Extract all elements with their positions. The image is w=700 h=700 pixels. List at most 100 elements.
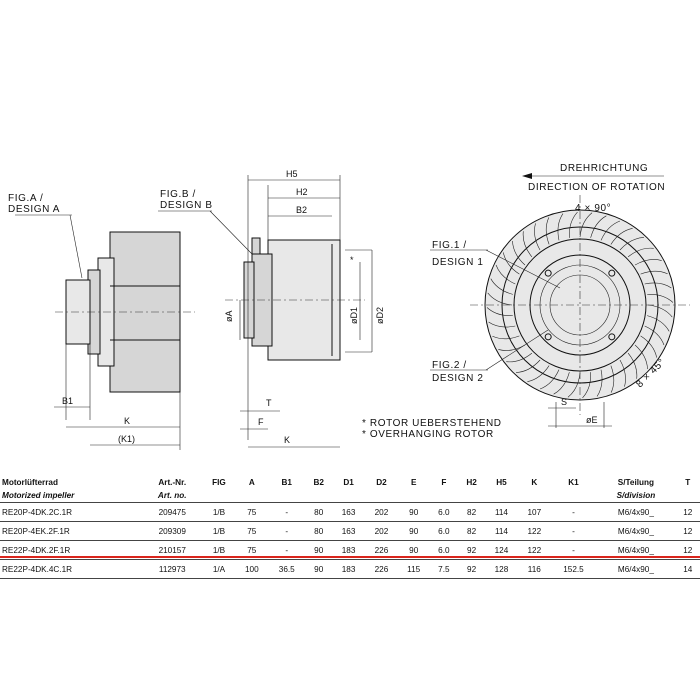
table-cell: 202 — [365, 502, 398, 522]
dim-f: F — [258, 417, 264, 427]
impeller-blade — [516, 359, 541, 373]
impeller-blade — [619, 237, 644, 251]
table-cell: 6.0 — [429, 540, 459, 560]
table-cell: 107 — [517, 502, 551, 522]
table-cell: - — [268, 502, 306, 522]
table-cell: 75 — [235, 502, 269, 522]
table-cell: 92 — [458, 540, 486, 560]
header-k: K — [531, 478, 538, 487]
header-d1: D1 — [343, 478, 354, 487]
impeller-blade — [610, 228, 633, 245]
bolt-hole — [608, 269, 616, 277]
header-e: E — [410, 478, 417, 487]
impeller-blade — [486, 307, 513, 316]
table-cell: 12 — [675, 521, 700, 541]
header-s-division: S/Teilung — [617, 478, 655, 487]
fig-1-design: DESIGN 1 — [432, 257, 483, 268]
dim-star: * — [350, 255, 354, 265]
table-cell: M6/4x90_ — [596, 540, 676, 560]
impeller-blade — [627, 352, 638, 379]
rotation-label-en: DIRECTION OF ROTATION — [528, 182, 665, 193]
impeller-blade — [503, 252, 520, 275]
impeller-blade — [647, 315, 670, 332]
angle-4x90: 4 × 90° — [575, 203, 611, 214]
dim-h2: H2 — [296, 187, 308, 197]
fig-1-label: FIG.1 / — [432, 240, 467, 251]
table-cell: 114 — [485, 521, 518, 541]
fig-a-side-view — [15, 214, 195, 450]
table-cell: 6.0 — [429, 521, 459, 541]
bolt-hole — [608, 333, 616, 341]
table-subheader-row: Motorized impeller Art. no. S/division — [0, 489, 700, 503]
impeller-blade — [634, 344, 648, 369]
dim-k2: K — [284, 435, 290, 445]
table-cell: 90 — [397, 540, 430, 560]
table-cell: 202 — [365, 521, 398, 541]
impeller-blade — [579, 212, 593, 238]
dim-k1: (K1) — [118, 434, 135, 444]
impeller-blade — [647, 294, 674, 303]
header-model: Motorlüfterrad — [2, 478, 58, 487]
impeller-blade — [619, 359, 626, 387]
table-cell: M6/4x90_ — [596, 521, 676, 541]
table-cell: 1/B — [202, 521, 236, 541]
table-cell: RE20P-4EK.2F.1R — [0, 521, 142, 541]
bolt-hole — [544, 269, 552, 277]
table-cell: 116 — [517, 559, 551, 579]
highlight-line — [0, 556, 700, 558]
fig-2-label: FIG.2 / — [432, 360, 467, 371]
table-cell: 12 — [675, 540, 700, 560]
fig-a-design: DESIGN A — [8, 204, 60, 215]
table-cell: - — [268, 521, 306, 541]
table-cell: 1/A — [202, 559, 236, 579]
table-cell: 6.0 — [429, 502, 459, 522]
header-h2: H2 — [466, 478, 477, 487]
impeller-blade — [506, 352, 533, 363]
table-cell: - — [550, 521, 597, 541]
impeller-blade — [634, 259, 662, 266]
impeller-blade — [640, 270, 668, 275]
dim-a: øA — [224, 310, 234, 322]
table-cell: 90 — [305, 559, 333, 579]
header-h5: H5 — [496, 478, 507, 487]
dim-b2: B2 — [296, 205, 307, 215]
impeller-blade — [610, 365, 615, 393]
header-d2: D2 — [376, 478, 387, 487]
table-cell: M6/4x90_ — [596, 502, 676, 522]
table-cell: 128 — [485, 559, 518, 579]
table-cell: M6/4x90_ — [596, 559, 676, 579]
impeller-blade — [567, 372, 581, 398]
technical-drawing: FIG.A / DESIGN A FIG.B / DESIGN B FIG.1 … — [8, 163, 690, 450]
table-cell: 90 — [397, 502, 430, 522]
rotation-label-de: DREHRICHTUNG — [560, 163, 648, 174]
fig-b-terminal — [251, 237, 261, 255]
impeller-blade — [590, 215, 607, 238]
table-cell: 183 — [332, 540, 366, 560]
table-header-row: Motorlüfterrad Art.-Nr. FIG A B1 B2 D1 D… — [0, 476, 700, 489]
dim-d1: øD1 — [349, 307, 359, 324]
table-cell: 152.5 — [550, 559, 597, 579]
table-cell: 7.5 — [429, 559, 459, 579]
header-k1: K1 — [568, 478, 579, 487]
dim-d2: øD2 — [375, 307, 385, 324]
table-cell: 122 — [517, 540, 551, 560]
subheader-art-nr: Art. no. — [157, 491, 187, 500]
fig-2-design: DESIGN 2 — [432, 373, 483, 384]
impeller-blade — [539, 369, 560, 390]
table-cell: 12 — [675, 502, 700, 522]
header-f: F — [441, 478, 447, 487]
note-en: * OVERHANGING ROTOR — [362, 429, 494, 440]
table-cell: - — [550, 502, 597, 522]
impeller-blade — [627, 247, 654, 258]
table-cell: 124 — [485, 540, 518, 560]
header-a: A — [248, 478, 255, 487]
table-cell: 100 — [235, 559, 269, 579]
header-fig: FIG — [212, 478, 226, 487]
table-cell: 163 — [332, 502, 366, 522]
table-cell: 210157 — [141, 540, 203, 560]
impeller-blade — [527, 365, 550, 382]
dim-s: S — [561, 397, 567, 407]
